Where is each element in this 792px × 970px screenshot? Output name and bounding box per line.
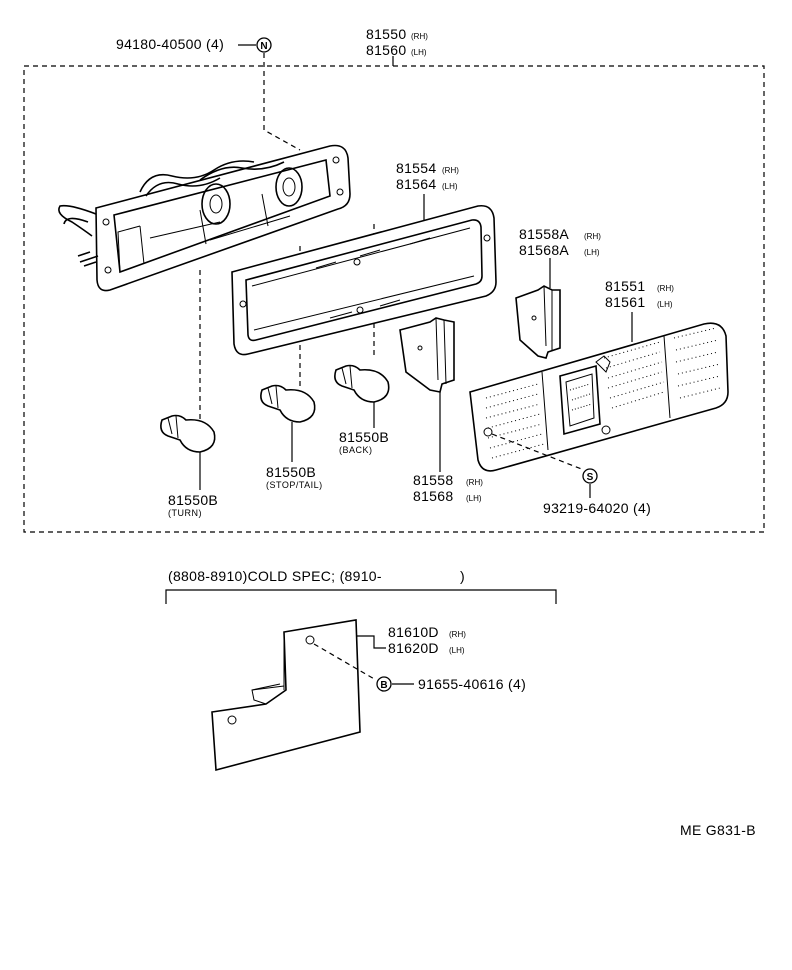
cold-spec-heading: (8808-8910)COLD SPEC; (8910- ) [168, 568, 465, 584]
label-cold-plate: 81610D (RH) 81620D (LH) [388, 624, 466, 656]
bulb-turn-note: (TURN) [168, 508, 202, 518]
bulb-stop-tail [260, 384, 316, 423]
label-bulb-stop-tail: 81550B (STOP/TAIL) [266, 464, 323, 490]
lamp-assy-rh-sfx: (RH) [411, 32, 428, 41]
lamp-housing [58, 144, 351, 292]
symbol-b: B [380, 680, 387, 691]
label-lens: 81551 (RH) 81561 (LH) [605, 278, 674, 310]
label-screw-n: 94180-40500 (4) N [116, 36, 272, 53]
symbol-n: N [260, 41, 267, 52]
screw-n-qty: (4) [206, 36, 224, 52]
bulb-back [334, 364, 390, 403]
cold-plate-lh-sfx: (LH) [449, 646, 465, 655]
cold-plate-rh-sfx: (RH) [449, 630, 466, 639]
cover-a [515, 285, 561, 359]
bulb-stop-note: (STOP/TAIL) [266, 480, 323, 490]
screw-b-qty: (4) [508, 676, 526, 692]
screw-n-part: 94180-40500 [116, 36, 202, 52]
diagram-id: ME G831-B [680, 822, 756, 838]
bulb-back-note: (BACK) [339, 445, 373, 455]
symbol-s: S [587, 472, 594, 483]
cover-a-rh: 81558A [519, 226, 569, 242]
lamp-assy-rh: 81550 [366, 26, 406, 42]
bulb-stop-part: 81550B [266, 464, 316, 480]
lens [469, 322, 729, 472]
screw-s-part: 93219-64020 [543, 500, 629, 516]
screw-b-part: 91655-40616 [418, 676, 504, 692]
label-bulb-back: 81550B (BACK) [339, 429, 389, 455]
label-lamp-assy: 81550 (RH) 81560 (LH) [366, 26, 428, 58]
lamp-assy-lh-sfx: (LH) [411, 48, 427, 57]
svg-text:94180-40500 (4): 94180-40500 (4) [116, 36, 224, 52]
lens-rh-sfx: (RH) [657, 284, 674, 293]
cover-a-lh: 81568A [519, 242, 569, 258]
cold-plate-lh: 81620D [388, 640, 439, 656]
gasket-lh: 81564 [396, 176, 436, 192]
bulb-turn-part: 81550B [168, 492, 218, 508]
leader-screw-s [491, 433, 585, 471]
cover [399, 317, 455, 393]
cold-spec-heading-end: ) [460, 568, 465, 584]
symbol-n-icon [256, 37, 272, 53]
lens-rh: 81551 [605, 278, 645, 294]
cover-rh: 81558 [413, 472, 453, 488]
assembly-boundary [23, 65, 765, 533]
label-bulb-turn: 81550B (TURN) [168, 492, 218, 518]
cover-lh: 81568 [413, 488, 453, 504]
cover-a-lh-sfx: (LH) [584, 248, 600, 257]
cold-plate-rh: 81610D [388, 624, 439, 640]
cover-lh-sfx: (LH) [466, 494, 482, 503]
lamp-assy-lh: 81560 [366, 42, 406, 58]
bulb-turn [160, 414, 216, 453]
screw-s-qty: (4) [633, 500, 651, 516]
gasket-frame [231, 204, 497, 356]
gasket-rh: 81554 [396, 160, 436, 176]
label-cover: 81558 (RH) 81568 (LH) [413, 472, 483, 504]
cover-rh-sfx: (RH) [466, 478, 483, 487]
cold-spec-plate [211, 619, 361, 772]
lens-lh-sfx: (LH) [657, 300, 673, 309]
symbol-s-icon [582, 468, 598, 484]
label-cover-a: 81558A (RH) 81568A (LH) [519, 226, 601, 258]
symbol-b-icon [376, 676, 392, 692]
bulb-back-part: 81550B [339, 429, 389, 445]
cold-spec-heading-text: (8808-8910)COLD SPEC; (8910- [168, 568, 382, 584]
label-screw-s: 93219-64020 (4) [543, 500, 651, 516]
cover-a-rh-sfx: (RH) [584, 232, 601, 241]
leader-screw-b [313, 643, 377, 681]
leader-screw-n [263, 53, 301, 151]
lens-lh: 81561 [605, 294, 645, 310]
label-gasket: 81554 (RH) 81564 (LH) [396, 160, 459, 220]
gasket-rh-sfx: (RH) [442, 166, 459, 175]
leader-cold-plate [356, 635, 386, 649]
label-screw-b: 91655-40616 (4) [418, 676, 526, 692]
cold-spec-bracket [165, 589, 557, 604]
gasket-lh-sfx: (LH) [442, 182, 458, 191]
